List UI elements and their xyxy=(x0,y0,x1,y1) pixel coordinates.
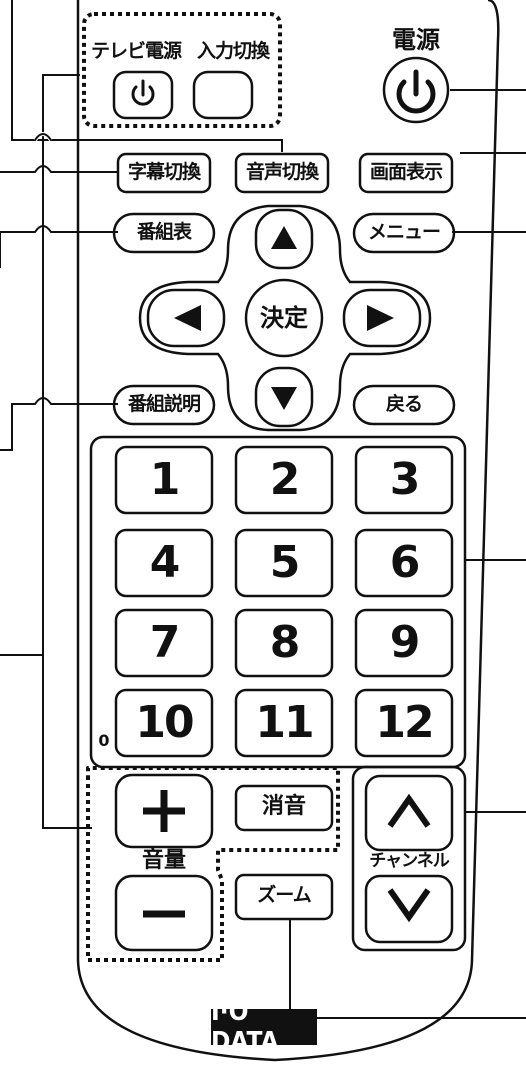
display-button[interactable] xyxy=(358,152,454,194)
enter-button-label: 決定 xyxy=(260,304,308,332)
leader-line-guide xyxy=(0,225,118,268)
tv-power-button[interactable] xyxy=(112,70,174,120)
leader-line-subtitle xyxy=(0,165,118,173)
num-key-10-label: 10 xyxy=(135,697,194,748)
channel-label: チャンネル xyxy=(369,851,450,871)
leader-line-info xyxy=(0,397,118,451)
tv-power-label: テレビ電源 xyxy=(90,40,182,62)
back-button-label: 戻る xyxy=(385,393,423,415)
program-info-button-label: 番組説明 xyxy=(127,393,201,415)
volume-up-button[interactable] xyxy=(114,773,214,849)
guide-button[interactable] xyxy=(112,212,216,254)
power-button[interactable] xyxy=(382,56,450,124)
dpad-outline xyxy=(138,204,432,432)
num-key-5[interactable] xyxy=(234,528,334,598)
leader-line-volume-lower xyxy=(42,655,92,829)
num-key-7-label: 7 xyxy=(149,617,181,668)
plus-icon xyxy=(143,790,185,832)
num-key-10[interactable] xyxy=(114,688,214,758)
zero-prefix-label: 0 xyxy=(98,731,110,750)
dpad-left-button[interactable] xyxy=(146,288,226,348)
num-key-1[interactable] xyxy=(114,445,214,515)
dpad-right-button[interactable] xyxy=(342,288,422,348)
program-info-button[interactable] xyxy=(112,384,216,426)
dpad-up-button[interactable] xyxy=(254,208,314,270)
tv-power-icon xyxy=(131,79,155,106)
audio-button-label: 音声切換 xyxy=(245,161,319,183)
input-switch-button[interactable] xyxy=(192,70,254,120)
num-key-3[interactable] xyxy=(354,445,454,515)
leader-line-zoom xyxy=(289,920,526,1019)
num-key-7[interactable] xyxy=(114,608,214,678)
mute-button-label: 消音 xyxy=(261,794,306,819)
num-key-9[interactable] xyxy=(354,608,454,678)
chevron-down-icon xyxy=(387,888,431,923)
volume-down-button[interactable] xyxy=(114,874,214,952)
guide-button-label: 番組表 xyxy=(136,221,192,243)
num-key-5-label: 5 xyxy=(269,537,301,588)
remote-body xyxy=(76,0,500,1062)
triangle-up-icon xyxy=(271,226,297,249)
subtitle-button[interactable] xyxy=(116,152,212,194)
subtitle-button-label: 字幕切換 xyxy=(127,161,201,183)
dpad-down-button[interactable] xyxy=(254,366,314,428)
num-key-11[interactable] xyxy=(234,688,334,758)
numpad-group xyxy=(89,435,467,769)
leader-line-volume xyxy=(0,74,80,656)
tv-control-group xyxy=(82,12,282,128)
power-icon xyxy=(396,69,436,114)
channel-up-button[interactable] xyxy=(364,774,454,852)
triangle-down-icon xyxy=(271,387,297,410)
menu-button[interactable] xyxy=(352,212,456,254)
num-key-8-label: 8 xyxy=(269,617,301,668)
zoom-button-label: ズーム xyxy=(257,884,311,906)
input-switch-label: 入力切換 xyxy=(196,40,270,62)
num-key-11-label: 11 xyxy=(255,697,314,748)
menu-button-label: メニュー xyxy=(367,221,441,243)
mute-button[interactable] xyxy=(234,784,334,832)
zoom-button[interactable] xyxy=(234,873,334,921)
leader-line-tv-input xyxy=(11,0,283,152)
leader-line-hop-1b xyxy=(34,133,52,141)
num-key-3-label: 3 xyxy=(389,454,421,505)
leader-lines xyxy=(0,0,526,1019)
enter-button[interactable] xyxy=(244,278,324,358)
num-key-2[interactable] xyxy=(234,445,334,515)
display-button-label: 画面表示 xyxy=(369,161,443,183)
volume-label: 音量 xyxy=(141,848,186,873)
channel-group xyxy=(351,765,467,952)
num-key-4[interactable] xyxy=(114,528,214,598)
triangle-left-icon xyxy=(174,305,201,331)
num-key-12[interactable] xyxy=(354,688,454,758)
num-key-12-label: 12 xyxy=(375,697,434,748)
power-label: 電源 xyxy=(392,26,440,54)
num-key-6-label: 6 xyxy=(389,537,421,588)
chevron-up-icon xyxy=(387,793,431,828)
num-key-8[interactable] xyxy=(234,608,334,678)
num-key-1-label: 1 xyxy=(149,454,181,505)
brand-logo: I·O DATA xyxy=(211,997,317,1057)
channel-down-button[interactable] xyxy=(364,874,454,944)
num-key-4-label: 4 xyxy=(149,537,181,588)
triangle-right-icon xyxy=(367,305,394,331)
num-key-9-label: 9 xyxy=(389,617,421,668)
back-button[interactable] xyxy=(352,384,456,426)
audio-button[interactable] xyxy=(234,152,330,194)
num-key-6[interactable] xyxy=(354,528,454,598)
num-key-2-label: 2 xyxy=(269,454,301,505)
